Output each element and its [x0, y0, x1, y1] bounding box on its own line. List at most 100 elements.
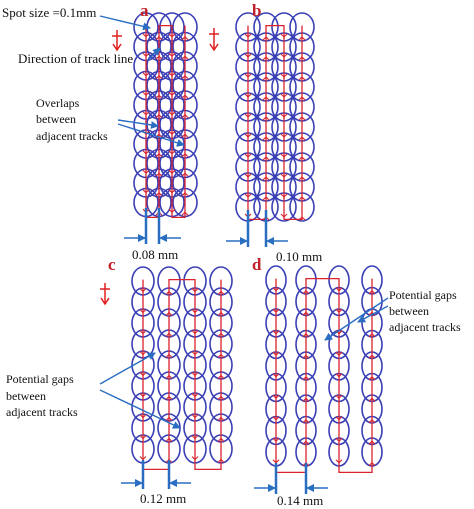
- track-direction-chevron: [272, 416, 280, 421]
- track-direction-chevron: [142, 189, 150, 194]
- annotation-arrows: [99, 15, 389, 429]
- gaps-d-pointer-1: [324, 297, 389, 341]
- track-direction-chevron: [272, 459, 280, 464]
- track-direction-chevron: [280, 53, 288, 58]
- track-direction-chevron: [168, 52, 176, 58]
- track-direction-chevron: [280, 133, 288, 138]
- track-direction-chevron: [368, 332, 376, 338]
- track-direction-chevron: [155, 94, 163, 99]
- track-direction-chevron: [244, 73, 252, 78]
- track-direction-chevron: [280, 153, 288, 158]
- gaps-c-label-line2: between: [6, 389, 46, 403]
- gaps-d-label-line1: Potential gaps: [389, 288, 457, 302]
- panel-a-letter: a: [140, 1, 149, 20]
- track-direction-chevron: [181, 172, 189, 177]
- track-direction-chevron: [368, 375, 376, 381]
- track-direction-chevron: [244, 193, 252, 198]
- track-direction-chevron: [298, 136, 306, 141]
- track-direction-chevron: [139, 288, 147, 293]
- track-direction-chevron: [280, 213, 288, 218]
- track-direction-chevron: [244, 113, 252, 118]
- track-direction-chevron: [217, 290, 225, 295]
- track-direction-chevron: [181, 113, 189, 119]
- direction-arrow-b-head: [209, 43, 219, 52]
- track-direction-chevron: [298, 176, 306, 181]
- track-direction-chevron: [155, 113, 163, 119]
- spacing-label-d: 0.14 mm: [277, 493, 324, 508]
- gaps-d-label-line2: between: [389, 304, 429, 318]
- direction-arrow-c-head: [100, 297, 110, 306]
- track-direction-chevron: [272, 373, 280, 378]
- track-direction-chevron: [272, 437, 280, 443]
- panel-b-tracks: [226, 12, 315, 247]
- track-direction-chevron: [181, 94, 189, 99]
- track-direction-chevron: [262, 36, 270, 41]
- track-direction-chevron: [142, 169, 150, 175]
- track-direction-chevron: [168, 130, 176, 136]
- scan-track-path: [145, 24, 186, 219]
- track-direction-chevron: [165, 458, 173, 463]
- track-direction-chevron: [168, 72, 176, 77]
- track-direction-chevron: [139, 393, 147, 398]
- track-direction-chevron: [244, 53, 252, 58]
- track-direction-chevron: [168, 111, 176, 116]
- track-direction-chevron: [368, 440, 376, 445]
- track-direction-chevron: [165, 437, 173, 442]
- track-direction-chevron: [155, 74, 163, 80]
- track-direction-chevron: [168, 189, 176, 194]
- track-direction-chevron: [262, 76, 270, 81]
- track-direction-chevron: [262, 56, 270, 61]
- track-direction-chevron: [262, 156, 270, 161]
- track-direction-chevron: [191, 351, 199, 356]
- track-direction-chevron: [244, 93, 252, 98]
- track-direction-chevron: [217, 395, 225, 400]
- track-direction-chevron: [280, 33, 288, 38]
- track-direction-chevron: [302, 375, 310, 381]
- track-direction-chevron: [280, 113, 288, 118]
- track-direction-chevron: [165, 290, 173, 295]
- panel-c-tracks: [121, 266, 233, 489]
- track-direction-chevron: [217, 416, 225, 421]
- track-direction-chevron: [142, 52, 150, 58]
- track-direction-chevron: [191, 309, 199, 314]
- track-direction-chevron: [262, 116, 270, 121]
- track-direction-chevron: [139, 351, 147, 356]
- track-direction-chevron: [155, 191, 163, 197]
- track-direction-chevron: [139, 330, 147, 335]
- track-direction-chevron: [368, 418, 376, 424]
- track-direction-chevron: [302, 311, 310, 316]
- track-direction-chevron: [191, 393, 199, 398]
- overlaps-pointer-2: [117, 123, 185, 147]
- track-direction-chevron: [191, 456, 199, 461]
- track-direction-chevron: [280, 93, 288, 98]
- track-direction-chevron: [217, 332, 225, 337]
- gaps-c-pointer-2: [99, 389, 181, 429]
- track-direction-chevron: [217, 311, 225, 316]
- scan-track-path: [275, 277, 373, 474]
- spacing-label-c: 0.12 mm: [140, 491, 187, 506]
- panel-a-tracks: [124, 12, 198, 244]
- overlaps-label-line3: adjacent tracks: [36, 129, 108, 143]
- overlaps-pointer-1: [117, 119, 159, 129]
- track-direction-chevron: [139, 372, 147, 377]
- track-direction-chevron: [191, 330, 199, 335]
- track-direction-chevron: [165, 332, 173, 337]
- track-direction-chevron: [335, 394, 343, 400]
- track-direction-chevron: [302, 332, 310, 338]
- track-direction-chevron: [335, 373, 343, 378]
- track-direction-chevron: [368, 354, 376, 359]
- track-direction-chevron: [168, 208, 176, 214]
- overlaps-label-line1: Overlaps: [36, 96, 80, 110]
- track-direction-chevron: [142, 72, 150, 77]
- track-direction-chevron: [181, 35, 189, 41]
- track-direction-chevron: [165, 416, 173, 421]
- track-direction-chevron: [280, 193, 288, 198]
- spot-size-label: Spot size =0.1mm: [2, 5, 97, 20]
- track-direction-chevron: [335, 287, 343, 292]
- spacing-label-a: 0.08 mm: [132, 247, 179, 262]
- gaps-c-label-line1: Potential gaps: [6, 372, 74, 386]
- direction-pointer: [147, 47, 161, 61]
- direction-label: Direction of track line: [18, 51, 134, 66]
- direction-arrow-a-head: [112, 43, 122, 52]
- track-direction-chevron: [181, 133, 189, 138]
